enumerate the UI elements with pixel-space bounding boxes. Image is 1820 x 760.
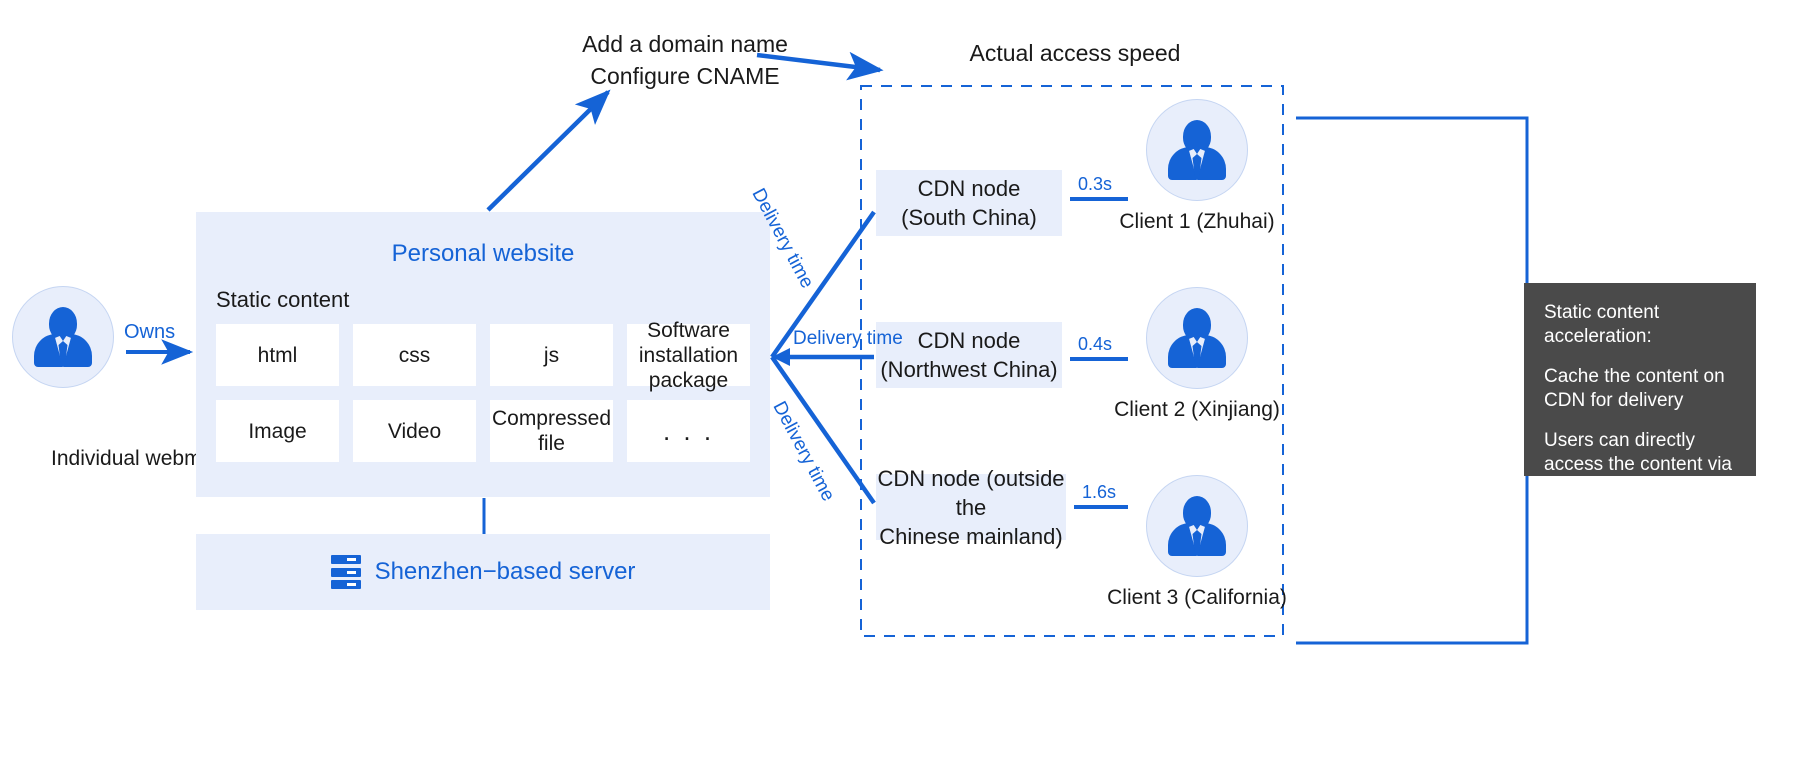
avatar-tie-icon <box>1192 154 1202 179</box>
cdn-node-label-line2: (South China) <box>901 205 1037 230</box>
avatar-client-3 <box>1146 475 1248 577</box>
static-content-acceleration-callout: Static content acceleration: Cache the c… <box>1524 283 1756 499</box>
content-tile-js: js <box>490 324 613 386</box>
cname-annotation-line2: Configure CNAME <box>590 63 780 89</box>
cdn-node-label-line1: CDN node <box>917 176 1021 201</box>
clients-brace <box>1296 116 1548 645</box>
static-content-label: Static content <box>216 287 350 312</box>
cdn-node-label: CDN node (Northwest China) <box>880 326 1057 384</box>
content-tile-css: css <box>353 324 476 386</box>
latency-value-node-2: 1.6s <box>1082 482 1117 502</box>
cname-annotation-line1: Add a domain name <box>582 31 788 57</box>
owns-label: Owns <box>124 321 176 343</box>
cdn-node-south-china: CDN node (South China) <box>876 170 1062 236</box>
cdn-node-label-line1: CDN node <box>917 328 1021 353</box>
content-tile-compressed-file: Compressed file <box>490 400 613 462</box>
client-1-label: Client 1 (Zhuhai) <box>1119 210 1275 233</box>
latency-value-node-1: 0.4s <box>1078 334 1113 354</box>
cdn-node-label-line2: Chinese mainland) <box>879 523 1063 549</box>
delivery-time-label-node-1: Delivery time <box>793 328 903 349</box>
static-content-tiles: html css js Software installation packag… <box>216 319 750 462</box>
avatar-individual-webmaster <box>12 286 114 388</box>
client-3-label: Client 3 (California) <box>1107 586 1287 609</box>
avatar <box>1146 475 1248 577</box>
callout-line-2: Cache the content on CDN for delivery <box>1544 366 1725 411</box>
avatar-tie-icon <box>1192 342 1202 367</box>
content-tile-software-installation-package: Software installation package <box>627 319 750 392</box>
shenzhen-server-label: Shenzhen−based server <box>374 558 636 585</box>
cdn-node-label: CDN node (outside the Chinese mainland) <box>876 464 1066 551</box>
callout-line-1: Static content acceleration: <box>1544 302 1660 347</box>
callout-line-3: Users can directly access the content vi… <box>1544 430 1732 499</box>
personal-website-panel: Personal website Static content html css… <box>196 212 770 497</box>
cname-arrow <box>486 89 611 212</box>
server-icon <box>330 555 361 589</box>
content-tile-more: . . . <box>627 400 750 462</box>
avatar-client-2 <box>1146 287 1248 389</box>
avatar-tie-icon <box>58 341 68 366</box>
avatar <box>12 286 114 388</box>
avatar-client-1 <box>1146 99 1248 201</box>
shenzhen-server-panel: Shenzhen−based server <box>196 534 770 610</box>
content-tile-html: html <box>216 324 339 386</box>
avatar <box>1146 287 1248 389</box>
personal-website-title: Personal website <box>391 240 575 267</box>
cdn-node-label: CDN node (South China) <box>901 174 1037 232</box>
content-tile-video: Video <box>353 400 476 462</box>
cdn-node-label-line2: (Northwest China) <box>880 357 1058 382</box>
cdn-node-northwest-china: CDN node (Northwest China) <box>876 322 1062 388</box>
latency-value-node-0: 0.3s <box>1078 174 1113 194</box>
actual-access-speed-title: Actual access speed <box>969 40 1181 66</box>
avatar-tie-icon <box>1192 530 1202 555</box>
content-tile-image: Image <box>216 400 339 462</box>
client-2-label: Client 2 (Xinjiang) <box>1114 398 1280 421</box>
fanout-arrowhead <box>772 348 790 366</box>
cdn-node-outside-chinese-mainland: CDN node (outside the Chinese mainland) <box>876 466 1066 549</box>
cname-annotation: Add a domain name Configure CNAME <box>560 28 810 92</box>
avatar <box>1146 99 1248 201</box>
delivery-time-label-node-2: Delivery time <box>768 398 839 505</box>
cdn-node-label-line1: CDN node (outside the <box>877 465 1065 520</box>
